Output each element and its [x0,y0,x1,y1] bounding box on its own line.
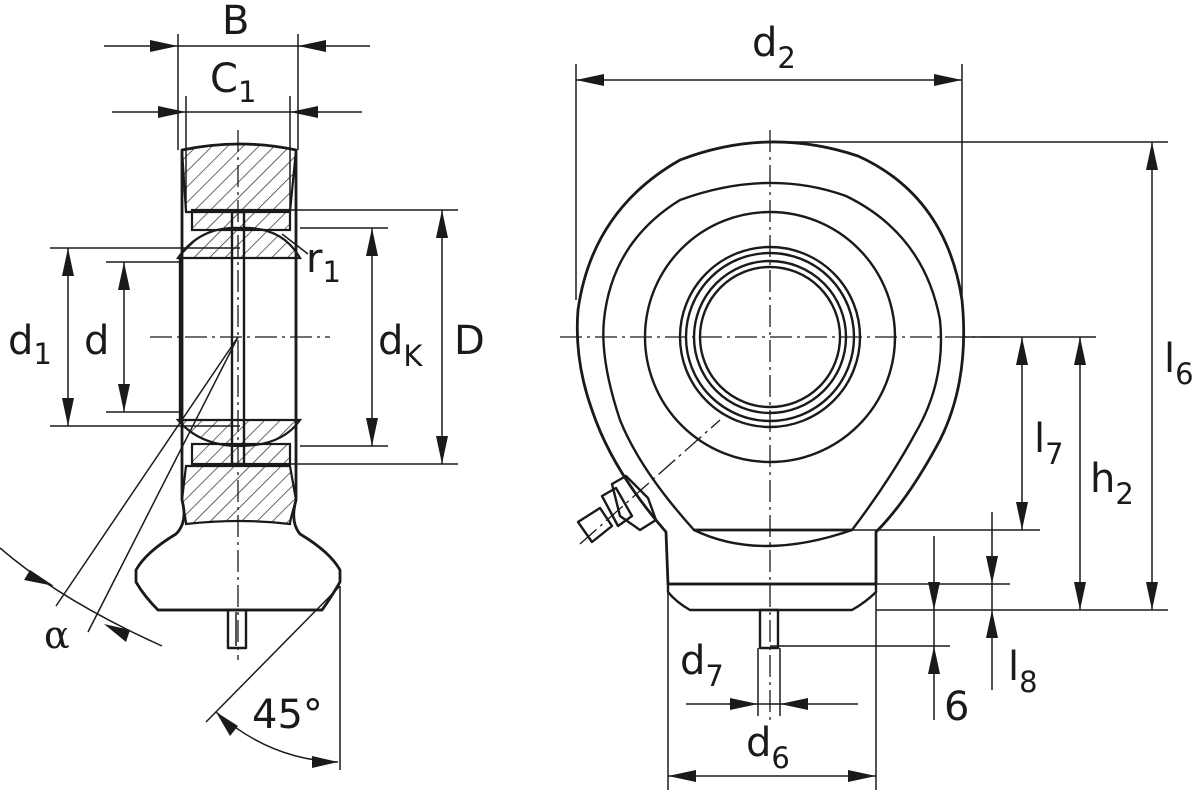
label-D: D [454,318,485,364]
dimension-labels: B C1 r1 d1 d dK D α 45° d2 l6 l7 h2 l8 6… [8,0,1194,775]
label-B: B [222,0,249,44]
inner-contour [602,181,943,532]
label-r1: r1 [306,236,341,289]
label-d: d [84,318,109,364]
inner-ring-lower [175,418,303,448]
grease-nipple [576,419,721,545]
section-view [0,34,458,770]
label-l7: l7 [1034,416,1064,471]
label-6: 6 [944,684,969,730]
label-dK: dK [378,318,423,373]
label-alpha: α [44,613,70,657]
label-l6: l6 [1164,336,1194,391]
label-l8: l8 [1008,644,1038,699]
label-d6: d6 [746,720,790,775]
front-view [560,64,1168,790]
label-d7: d7 [680,638,724,693]
label-d2: d2 [752,20,796,75]
lube-stud [226,608,248,650]
front-stud [758,608,780,650]
housing-lower-section [180,464,298,526]
label-h2: h2 [1090,456,1134,511]
inner-ring-upper [175,226,302,260]
label-d1: d1 [8,318,52,371]
label-45-degrees: 45° [252,692,323,738]
housing-upper-section [180,142,298,214]
label-C1: C1 [210,56,256,109]
